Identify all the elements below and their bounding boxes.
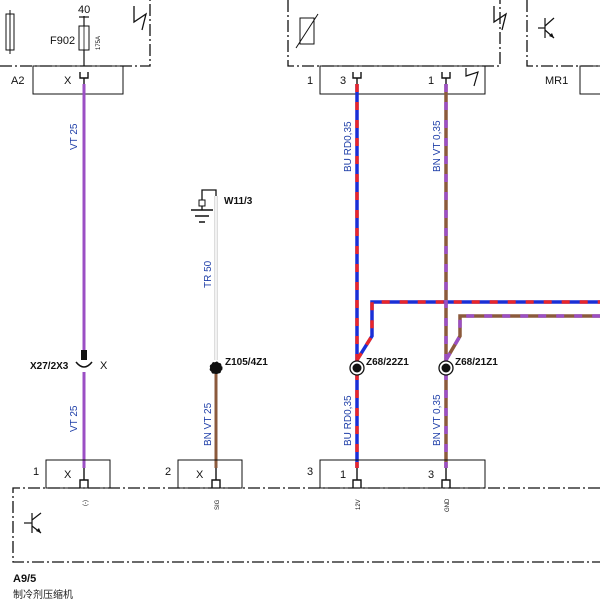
connector-bottom-3-pin-b: 3	[428, 469, 434, 481]
top-pin-marks	[79, 72, 451, 84]
transistor-icon-bottom	[24, 512, 42, 534]
pin-signal-bottom-2: SIG	[215, 499, 221, 510]
connector-mr1-box	[579, 65, 600, 95]
connector-switch-icon	[465, 68, 479, 87]
fuse-f902	[78, 16, 90, 66]
connector-bottom-2-box	[177, 459, 243, 489]
fuse-block-symbol	[5, 10, 15, 54]
connector-x27-symbol	[75, 350, 93, 368]
connector-a2-pin: X	[64, 75, 72, 87]
switch-icon	[493, 6, 508, 31]
connector-bottom-3-pin-a: 1	[340, 469, 346, 481]
pin-signal-bottom-3a: 12V	[356, 499, 362, 510]
splice-z68-22-id: Z68/22Z1	[366, 357, 409, 368]
wire-label-bu-rd-upper: BU RD0,35	[343, 121, 354, 172]
top-middle-component-outline	[287, 0, 501, 67]
ground-id: W11/3	[224, 196, 253, 207]
splice-z68-21-dot	[441, 363, 451, 373]
connector-a2-name: A2	[11, 75, 24, 87]
connector-bottom-2-num: 2	[165, 466, 171, 478]
connector-top-left-num: 1	[307, 75, 313, 87]
splice-z105-dot	[209, 361, 223, 375]
wire-label-bn-vt-lower: BN VT 0,35	[432, 394, 443, 446]
connector-top-middle-box	[319, 65, 486, 95]
bottom-pin-marks	[79, 468, 451, 488]
wire-label-bu-rd-lower: BU RD0,35	[343, 395, 354, 446]
splice-z105-id: Z105/4Z1	[225, 357, 268, 368]
fuse-rating: 175A	[96, 36, 102, 50]
top-left-component-outline	[0, 0, 151, 67]
relay-contact-icon	[133, 6, 148, 31]
ground-icon	[191, 189, 217, 223]
wire-label-bn-vt-upper: BN VT 0,35	[432, 120, 443, 172]
connector-bottom-2-pin: X	[196, 469, 204, 481]
fuse-number: 40	[78, 4, 90, 16]
wire-bu-rd-branch	[355, 300, 600, 361]
wire-label-vt-upper: VT 25	[69, 123, 80, 150]
connector-a2-box	[32, 65, 124, 95]
splice-x27-id: X27/2X3	[30, 361, 69, 372]
fuse-id: F902	[50, 35, 75, 47]
connector-top-right-pin: 1	[428, 75, 434, 87]
thermistor-icon	[295, 13, 319, 49]
top-right-component-outline	[526, 0, 600, 67]
pin-signal-bottom-1: (-)	[83, 500, 89, 506]
wire-label-tr: TR 50	[203, 260, 214, 288]
connector-bottom-3-num: 3	[307, 466, 313, 478]
component-id: A9/5	[13, 573, 36, 585]
splice-z68-22-dot	[352, 363, 362, 373]
wire-label-bn-vt-left: BN VT 25	[203, 402, 214, 446]
connector-mr1-name: MR1	[545, 75, 568, 87]
transistor-icon-top	[538, 17, 555, 39]
connector-bottom-1-num: 1	[33, 466, 39, 478]
component-a9-5-outline	[12, 487, 600, 563]
splice-x27-suffix: X	[100, 360, 108, 372]
connector-bottom-1-pin: X	[64, 469, 72, 481]
wire-label-vt-lower: VT 25	[69, 405, 80, 432]
splice-z68-21-id: Z68/21Z1	[455, 357, 498, 368]
wire-bn-vt-branch	[444, 314, 600, 361]
connector-top-mid-pin: 3	[340, 75, 346, 87]
connector-bottom-1-box	[45, 459, 111, 489]
connector-bottom-3-box	[319, 459, 486, 489]
component-description: 制冷剂压缩机	[13, 588, 73, 601]
pin-signal-bottom-3b: GND	[445, 498, 451, 512]
